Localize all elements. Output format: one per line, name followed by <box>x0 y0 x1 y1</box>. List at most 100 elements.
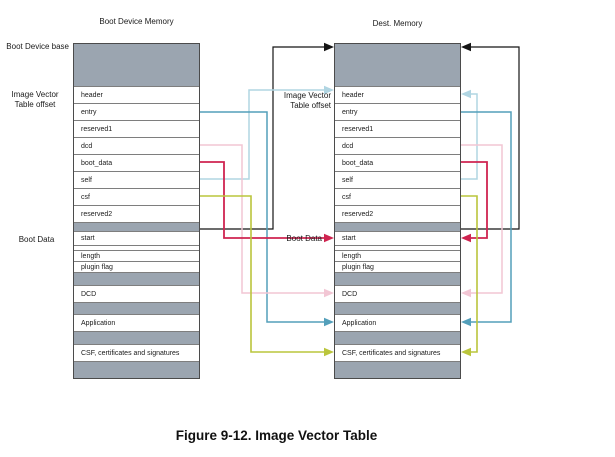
row-dcd-label: dcd <box>342 142 354 150</box>
row-reserved2: reserved2 <box>335 206 460 223</box>
row-csf-certificates-and-signatures: CSF, certificates and signatures <box>74 345 199 362</box>
row-spacer-m <box>74 303 199 315</box>
row-header-label: header <box>81 91 103 99</box>
row-entry-label: entry <box>342 108 358 116</box>
row-application-label: Application <box>342 319 377 327</box>
row-spacer <box>74 273 199 286</box>
connector-self-to-header-right-arrowhead <box>461 89 471 99</box>
row-dcd: DCD <box>335 286 460 303</box>
row-length-label: length <box>81 252 101 260</box>
row-spacer <box>335 332 460 345</box>
row-application: Application <box>335 315 460 332</box>
row-base <box>335 44 460 87</box>
connector-copy-image-right <box>461 46 520 230</box>
row-application: Application <box>74 315 199 332</box>
row-csf-label: csf <box>342 193 351 201</box>
row-plugin-flag: plugin flag <box>335 262 460 273</box>
row-spacer-sm <box>74 223 199 232</box>
row-dcd: DCD <box>74 286 199 303</box>
row-header: header <box>335 87 460 104</box>
connector-csf-to-csf-right-arrowhead <box>461 347 471 357</box>
connector-bootdata-to-start-right <box>461 161 488 239</box>
row-plugin-flag: plugin flag <box>74 262 199 273</box>
row-start-label: start <box>342 235 356 242</box>
row-entry: entry <box>74 104 199 121</box>
row-spacer <box>74 332 199 345</box>
row-self-label: self <box>342 176 353 184</box>
row-csf-certificates-and-signatures-label: CSF, certificates and signatures <box>81 349 180 357</box>
row-csf: csf <box>335 189 460 206</box>
connector-csf-to-csf-left <box>200 195 324 353</box>
row-start-label: start <box>81 235 95 242</box>
row-application-label: Application <box>81 319 116 327</box>
connector-self-to-header-right <box>461 93 478 180</box>
row-boot-data-label: boot_data <box>81 159 113 167</box>
row-length: length <box>74 251 199 262</box>
connector-dcd-to-dcd-left-arrowhead <box>324 288 334 298</box>
row-header: header <box>74 87 199 104</box>
row-spacer-lg <box>335 362 460 378</box>
row-reserved2-label: reserved2 <box>342 210 374 218</box>
row-gap <box>335 246 460 251</box>
row-base <box>74 44 199 87</box>
connector-dcd-to-dcd-left <box>200 144 324 294</box>
row-csf-certificates-and-signatures-label: CSF, certificates and signatures <box>342 349 441 357</box>
connector-dcd-to-dcd-right-arrowhead <box>461 288 471 298</box>
row-header-label: header <box>342 91 364 99</box>
row-spacer <box>335 273 460 286</box>
boot-device-base-label: Boot Device base <box>6 42 69 51</box>
row-reserved1-label: reserved1 <box>81 125 113 133</box>
row-gap <box>74 246 199 251</box>
row-spacer-m <box>335 303 460 315</box>
image-vector-table-offset-mid-label: Image Vector Table offset <box>276 91 331 111</box>
connector-copy-image-right-arrowhead <box>461 42 471 52</box>
row-start: start <box>335 232 460 246</box>
dest-memory-title: Dest. Memory <box>372 19 423 28</box>
connector-csf-to-csf-left-arrowhead <box>324 347 334 357</box>
image-vector-table-offset-left-label: Image Vector Table offset <box>4 90 66 110</box>
connector-copy-image-left-arrowhead <box>324 42 334 52</box>
row-length-label: length <box>342 252 362 260</box>
connector-entry-to-application-right-arrowhead <box>461 317 471 327</box>
image-vector-table-offset-mid-line2: Table offset <box>290 101 331 110</box>
boot-device-memory-title: Boot Device Memory <box>99 17 174 26</box>
connector-entry-to-application-right <box>461 111 512 323</box>
connector-bootdata-to-start-left <box>200 161 324 239</box>
row-dcd-label: dcd <box>81 142 93 150</box>
row-dcd: dcd <box>335 138 460 155</box>
row-reserved2-label: reserved2 <box>81 210 113 218</box>
boot-data-left-label: Boot Data <box>18 235 55 244</box>
image-vector-table-offset-left-line1: Image Vector <box>11 90 59 99</box>
image-vector-table-offset-left-line2: Table offset <box>14 100 56 109</box>
row-plugin-flag-label: plugin flag <box>81 263 113 271</box>
row-dcd-label: DCD <box>81 290 97 298</box>
connector-entry-to-application-left <box>200 111 324 323</box>
row-reserved1: reserved1 <box>335 121 460 138</box>
connector-csf-to-csf-right <box>461 195 478 353</box>
row-plugin-flag-label: plugin flag <box>342 263 374 271</box>
row-length: length <box>335 251 460 262</box>
row-self-label: self <box>81 176 92 184</box>
row-csf: csf <box>74 189 199 206</box>
row-self: self <box>335 172 460 189</box>
boot-data-mid-label: Boot Data <box>286 234 322 243</box>
row-spacer-sm <box>335 223 460 232</box>
row-csf-certificates-and-signatures: CSF, certificates and signatures <box>335 345 460 362</box>
row-dcd: dcd <box>74 138 199 155</box>
row-csf-label: csf <box>81 193 90 201</box>
row-reserved1: reserved1 <box>74 121 199 138</box>
row-entry-label: entry <box>81 108 97 116</box>
connector-dcd-to-dcd-right <box>461 144 503 294</box>
row-start: start <box>74 232 199 246</box>
row-dcd-label: DCD <box>342 290 358 298</box>
row-spacer-lg <box>74 362 199 378</box>
row-reserved1-label: reserved1 <box>342 125 374 133</box>
connector-bootdata-to-start-left-arrowhead <box>324 233 334 243</box>
row-self: self <box>74 172 199 189</box>
row-boot-data: boot_data <box>74 155 199 172</box>
row-reserved2: reserved2 <box>74 206 199 223</box>
connector-entry-to-application-left-arrowhead <box>324 317 334 327</box>
